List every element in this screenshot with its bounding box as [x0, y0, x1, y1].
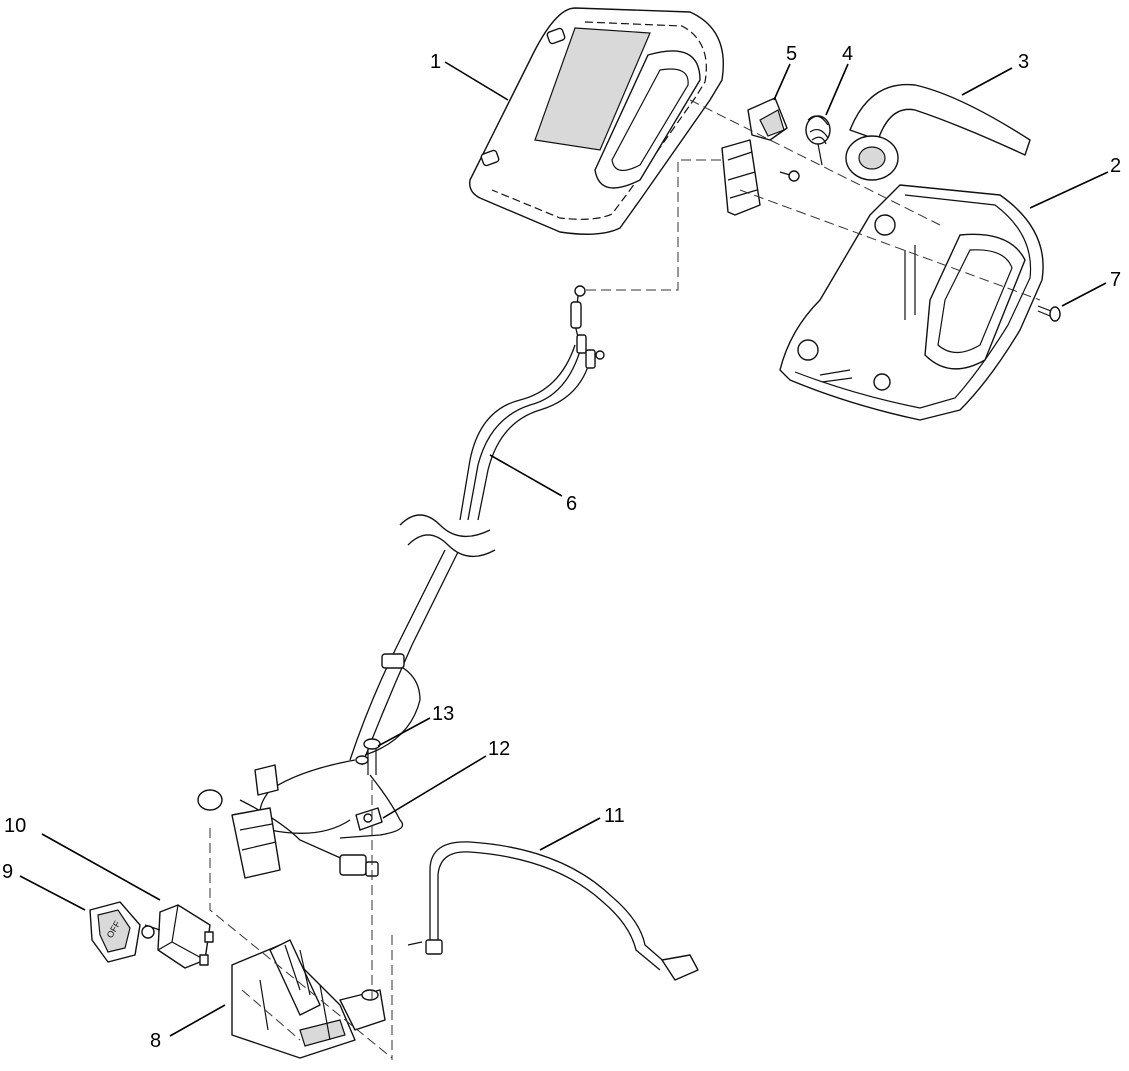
part-6-wire-harness	[239, 285, 605, 871]
callout-6: 6	[566, 493, 577, 515]
callout-7: 7	[1110, 269, 1121, 291]
callout-8: 8	[150, 1030, 161, 1052]
callout-5: 5	[786, 43, 797, 65]
part-9-key-switch: OFF	[89, 901, 155, 963]
part-1-upper-cover	[469, 7, 724, 235]
callout-2: 2	[1110, 155, 1121, 177]
part-13-screw	[355, 738, 381, 775]
part-10-relay	[144, 904, 214, 969]
callout-1: 1	[430, 51, 441, 73]
leader-10	[41, 833, 161, 901]
callout-13: 13	[432, 703, 454, 725]
part-12-clamp	[355, 807, 383, 831]
leader-12	[382, 755, 487, 819]
leader-8	[169, 1004, 226, 1037]
leader-1	[444, 61, 509, 101]
callout-4: 4	[842, 43, 853, 65]
part-11-cable	[407, 841, 699, 981]
callout-12: 12	[488, 738, 510, 760]
leader-4	[825, 63, 849, 116]
callout-3: 3	[1018, 51, 1029, 73]
part-5-bracket	[721, 97, 800, 216]
leader-9	[19, 875, 86, 911]
part-3-handle-lever	[845, 83, 1031, 181]
leader-13	[377, 717, 431, 747]
assembly-lines	[209, 99, 1041, 1060]
callout-11: 11	[604, 805, 625, 827]
part-2-lower-cover	[779, 184, 1044, 421]
leader-lines	[19, 61, 1109, 1037]
harness-connector-block	[197, 764, 379, 879]
callout-10: 10	[4, 815, 26, 837]
leader-6	[489, 454, 563, 497]
part-7-screw	[1037, 305, 1061, 322]
leader-3	[961, 67, 1013, 96]
part-8-mounting-bracket	[231, 939, 386, 1059]
callout-labels: 1 2 3 4 5 6 7 8 9 10 11 12 13	[2, 43, 1121, 1052]
leader-2	[1029, 171, 1109, 209]
leader-7	[1061, 282, 1107, 307]
callout-9: 9	[2, 861, 13, 883]
part-4-spring	[805, 115, 831, 166]
leader-5	[773, 63, 791, 101]
leader-11	[539, 817, 601, 851]
